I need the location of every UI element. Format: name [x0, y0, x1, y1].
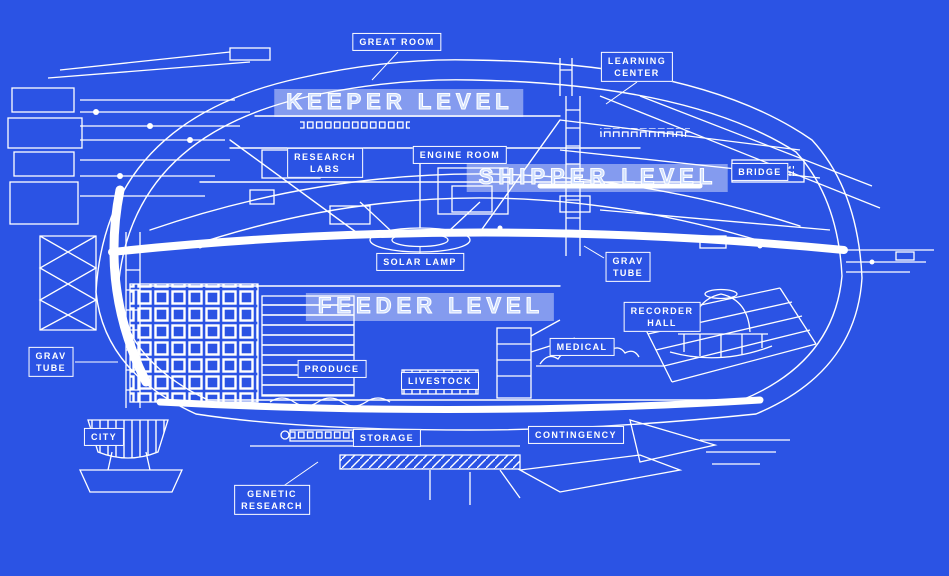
label-research-labs: RESEARCH LABS: [287, 147, 363, 179]
label-learning-center: LEARNING CENTER: [600, 51, 674, 83]
label-city: CITY: [83, 427, 125, 447]
label-genetic-research: GENETIC RESEARCH: [234, 484, 310, 516]
label-storage: STORAGE: [352, 428, 422, 448]
leader-lines: [75, 51, 638, 488]
label-grav-tube-left: GRAV TUBE: [28, 346, 74, 378]
lower-decks: [125, 232, 817, 408]
label-bridge: BRIDGE: [731, 162, 789, 182]
engine-section: [7, 47, 271, 331]
label-contingency: CONTINGENCY: [528, 425, 624, 445]
label-shipper-level: SHIPPER LEVEL: [466, 164, 728, 192]
label-engine-room: ENGINE ROOM: [412, 145, 508, 165]
label-feeder-level: FEEDER LEVEL: [305, 293, 555, 321]
label-grav-tube-right: GRAV TUBE: [605, 251, 651, 283]
label-medical: MEDICAL: [549, 337, 615, 357]
label-great-room: GREAT ROOM: [352, 32, 442, 52]
upper-decks: [249, 58, 934, 273]
keel-structures: [78, 419, 790, 505]
label-keeper-level: KEEPER LEVEL: [274, 89, 524, 117]
label-livestock: LIVESTOCK: [401, 371, 479, 391]
label-solar-lamp: SOLAR LAMP: [376, 252, 464, 272]
label-produce: PRODUCE: [297, 359, 367, 379]
ship-hull: [95, 59, 863, 431]
label-recorder-hall: RECORDER HALL: [623, 301, 701, 333]
